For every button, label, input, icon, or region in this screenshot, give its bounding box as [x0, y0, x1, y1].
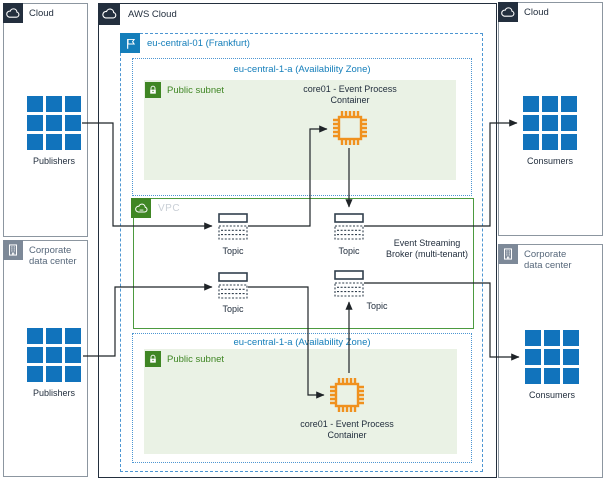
publishers-bottom-label: Publishers	[32, 388, 76, 398]
building-icon	[3, 240, 23, 260]
topic1-label: Topic	[222, 246, 244, 256]
topic4-label: Topic	[366, 301, 388, 311]
group-vpc	[133, 198, 474, 329]
building-icon	[498, 244, 518, 264]
topic2-label: Topic	[338, 246, 360, 256]
topic-icon	[218, 213, 248, 240]
broker-annotation: Event Streaming Broker (multi-tenant)	[385, 238, 469, 260]
publishers-top-label: Publishers	[32, 156, 76, 166]
event-process-chip-icon	[327, 375, 367, 415]
topic-icon	[334, 270, 364, 297]
consumers-top-label: Consumers	[526, 156, 573, 166]
consumers-icon	[525, 330, 579, 384]
group-corp-right-label: Corporate data center	[524, 249, 572, 272]
group-region	[120, 33, 483, 472]
vpc-cloud-icon	[131, 198, 151, 218]
topic3-label: Topic	[222, 304, 244, 314]
subnet-lock-icon	[145, 82, 161, 98]
group-corp-left-label: Corporate data center	[29, 245, 77, 268]
group-az-bottom-label: eu-central-1-a (Availability Zone)	[233, 337, 371, 348]
cloud-icon	[498, 2, 518, 22]
group-cloud-right-label: Cloud	[524, 7, 549, 18]
group-vpc-label: VPC	[158, 203, 181, 214]
process-top-label: core01 - Event Process Container	[303, 84, 397, 106]
group-aws-cloud-label: AWS Cloud	[128, 9, 177, 20]
group-az-top-label: eu-central-1-a (Availability Zone)	[233, 64, 371, 75]
cloud-icon	[3, 3, 23, 23]
group-subnet-top-label: Public subnet	[167, 85, 225, 96]
topic-icon	[218, 272, 248, 299]
aws-cloud-icon	[98, 3, 120, 25]
group-region-label: eu-central-01 (Frankfurt)	[147, 38, 250, 49]
region-flag-icon	[120, 33, 140, 53]
group-cloud-left-label: Cloud	[29, 8, 54, 19]
consumers-icon	[523, 96, 577, 150]
topic-icon	[334, 213, 364, 240]
subnet-lock-icon	[145, 351, 161, 367]
event-process-chip-icon	[330, 108, 370, 148]
publishers-icon	[27, 96, 81, 150]
process-bottom-label: core01 - Event Process Container	[300, 419, 394, 441]
group-subnet-bottom-label: Public subnet	[167, 354, 225, 365]
publishers-icon	[27, 328, 81, 382]
consumers-bottom-label: Consumers	[528, 390, 575, 400]
